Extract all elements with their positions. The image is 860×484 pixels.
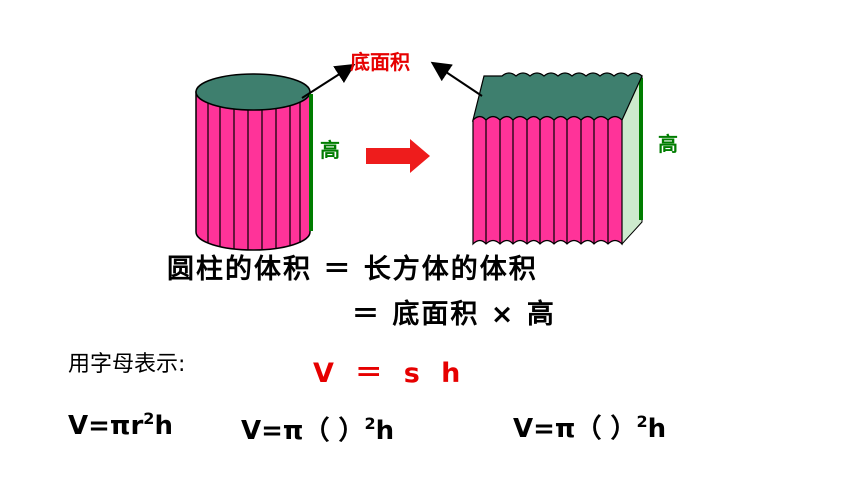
formula-1: V=πr2h: [68, 411, 173, 441]
cuboid: [471, 72, 643, 246]
cuboid-stripes: [485, 120, 609, 244]
formula-2-main: V=π（ ）: [241, 416, 365, 446]
formula-3-tail: h: [647, 414, 667, 444]
cylinder-stripes: [207, 100, 301, 250]
letters-caption: 用字母表示:: [68, 352, 186, 377]
formula-2-tail: h: [375, 416, 395, 446]
height-label-right: 高: [658, 132, 678, 156]
formula-2: V=π（ ）2h: [241, 416, 395, 446]
formula-1-exponent: 2: [143, 409, 155, 428]
pointer-arrow-right: [430, 61, 483, 97]
formula-1-main: V=πr: [68, 411, 144, 441]
equation-line-2: ＝ 底面积 × 高: [352, 299, 556, 330]
volume-formula-letters: V ＝ s h: [313, 358, 467, 389]
cylinder-body: [195, 91, 311, 251]
formula-3: V=π（ ）2h: [513, 414, 667, 444]
formula-3-exponent: 2: [636, 412, 648, 431]
pointer-arrow-left: [301, 63, 356, 99]
cylinder-top: [195, 73, 311, 111]
cylinder: [195, 73, 313, 251]
height-label-left: 高: [320, 138, 340, 162]
transform-arrow: [366, 139, 430, 173]
formula-3-main: V=π（ ）: [513, 414, 637, 444]
formula-2-exponent: 2: [364, 414, 376, 433]
cuboid-front: [472, 115, 623, 246]
equation-line-1: 圆柱的体积 ＝ 长方体的体积: [167, 254, 538, 285]
base-area-label: 底面积: [350, 50, 410, 74]
formula-1-tail: h: [154, 411, 173, 441]
cuboid-top: [471, 72, 643, 122]
